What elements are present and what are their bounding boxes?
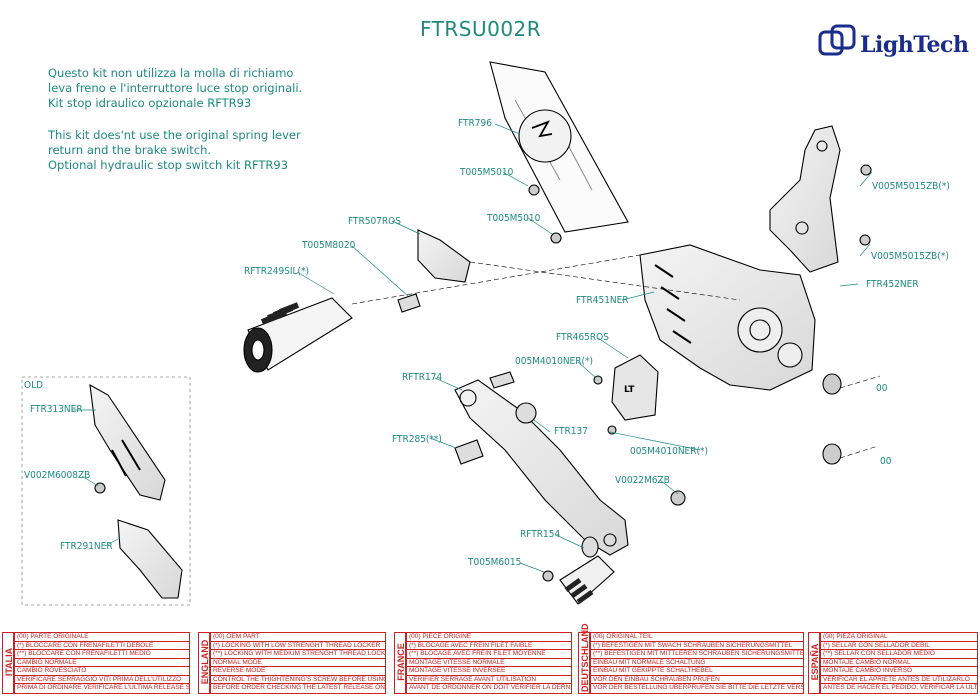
peg-bracket-part (417, 229, 471, 283)
note-italian-line-2: leva freno e l'interruttore luce stop or… (48, 81, 303, 95)
legend-espana: ESPAÑA (00) PIEZA ORIGINAL(*) SELLAR CON… (808, 632, 978, 694)
drawing-title: FTRSU002R (420, 17, 542, 41)
part-label-v005m5015zb-a: V005M5015ZB(*) (872, 181, 950, 192)
part-label-v005m5015zb-b: V005M5015ZB(*) (871, 251, 949, 262)
note-english-line-2: return and the brake switch. (48, 143, 212, 157)
note-italian-line-3: Kit stop idraulico opzionale RFTR93 (48, 96, 252, 110)
main-bracket-part (639, 244, 816, 391)
svg-text:LT: LT (624, 385, 635, 395)
old-bracket-part (117, 519, 183, 599)
part-label-ftr451ner: FTR451NER (576, 295, 629, 306)
old-label: OLD (24, 380, 44, 391)
part-label-ftr465ros: FTR465ROS (556, 332, 609, 343)
part-label-rftr249sil: RFTR249SIL(*) (244, 266, 310, 277)
part-label-v002m6008zb: V002M6008ZB (24, 470, 91, 481)
part-label-ftr313ner: FTR313NER (30, 404, 83, 415)
legend-france: FRANCE (00) PIECE ORIGINE(*) BLOCAGE AVE… (394, 632, 572, 694)
part-label-t005m5010-b: T005M5010 (487, 213, 541, 224)
part-label-t005m8020: T005M8020 (302, 240, 356, 251)
part-label-oem-b: 00 (880, 456, 892, 467)
part-label-005m4010ner-b: 005M4010NER(*) (630, 446, 709, 457)
part-label-ftr452ner: FTR452NER (866, 279, 919, 290)
part-label-ftr285: FTR285(**) (392, 434, 442, 445)
note-english-line-3: Optional hydraulic stop switch kit RFTR9… (48, 158, 289, 172)
rearset-plate-part (769, 125, 841, 273)
note-english-line-1: This kit does'nt use the original spring… (48, 128, 301, 142)
lightech-logo-icon (818, 24, 856, 56)
anodized-plate-part (611, 354, 659, 421)
part-label-t005m5010-a: T005M5010 (460, 167, 514, 178)
part-label-ftr796: FTR796 (458, 118, 492, 129)
part-label-ftr507ros: FTR507ROS (348, 216, 401, 227)
part-label-v0022m6zb: V0022M6ZB (615, 475, 670, 486)
legend-england: ENGLAND (00) OEM PART(*) LOCKING WITH LO… (198, 632, 386, 694)
part-label-oem-a: 00 (876, 383, 888, 394)
part-label-ftr174: RFTR174 (402, 372, 443, 383)
part-label-ftr291ner: FTR291NER (60, 541, 113, 552)
part-label-t005m6015: T005M6015 (468, 557, 522, 568)
part-label-005m4010ner-a: 005M4010NER(*) (515, 356, 594, 367)
part-label-rftr154: RFTR154 (520, 529, 561, 540)
legend-deutschland: DEUTSCHLAND (00) ORIGINAL TEIL(*) BEFEST… (578, 623, 804, 694)
part-label-ftr137: FTR137 (554, 426, 588, 437)
old-heel-plate-part (89, 383, 166, 501)
bushing-part (515, 402, 537, 424)
foot-peg-part (243, 297, 353, 373)
legend-italia: ITALIA (00) PARTE ORIGINALE(*) BLOCCARE … (2, 632, 190, 694)
logo-text: LighTech (860, 32, 969, 58)
shift-peg-part (559, 536, 615, 605)
note-italian-line-1: Questo kit non utilizza la molla di rich… (48, 66, 294, 80)
